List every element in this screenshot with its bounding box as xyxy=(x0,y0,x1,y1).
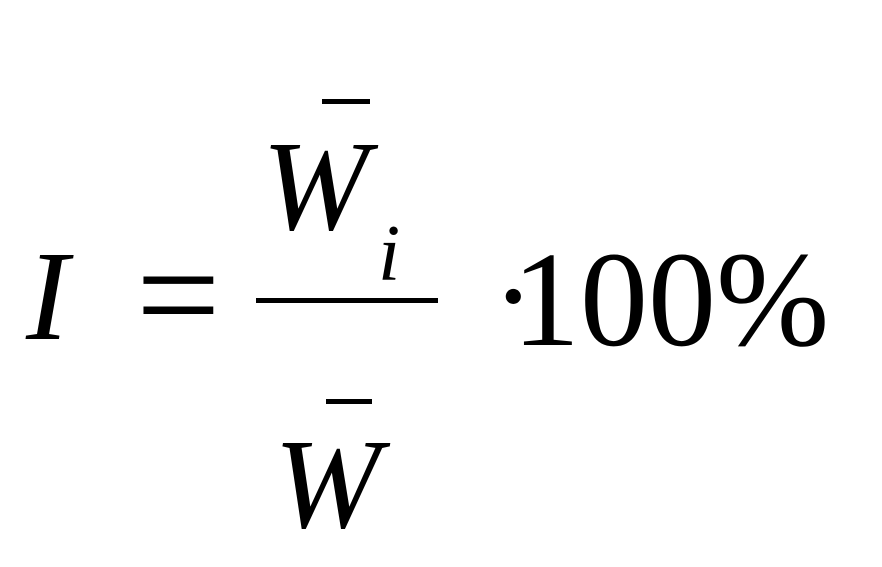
denominator-overline xyxy=(326,399,372,404)
percentage-multiplier: 100% xyxy=(512,225,830,375)
formula-lhs-variable: I xyxy=(26,225,69,367)
numerator-overline xyxy=(322,99,370,104)
numerator-subscript: i xyxy=(378,210,401,298)
denominator-variable: W xyxy=(274,413,381,555)
fraction-line xyxy=(256,298,438,303)
numerator-variable: W xyxy=(262,115,369,257)
equals-sign: = xyxy=(136,212,221,378)
multiplication-dot: · xyxy=(492,225,535,367)
